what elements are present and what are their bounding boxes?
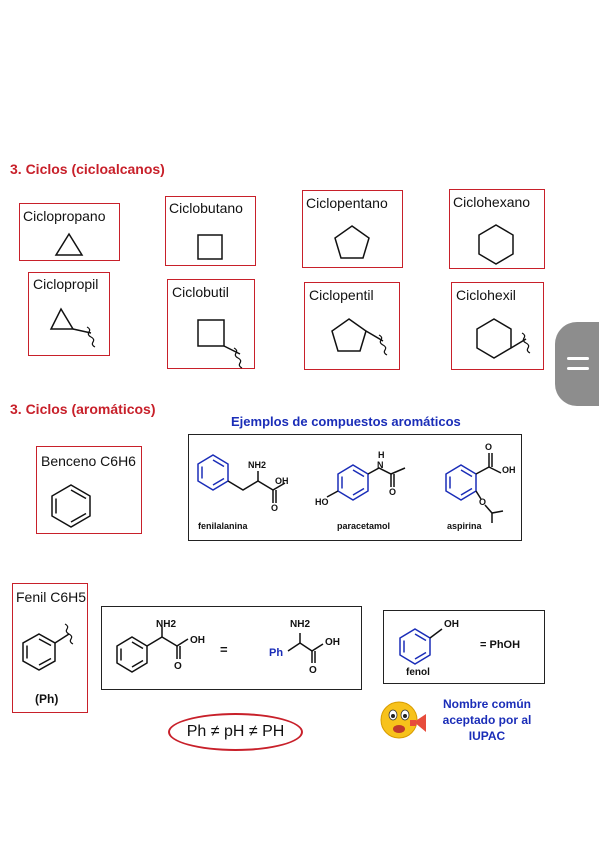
par-h-label: H bbox=[378, 450, 385, 460]
asp-oh-label: OH bbox=[502, 465, 516, 475]
ph-distinction-pill: Ph ≠ pH ≠ PH bbox=[168, 713, 303, 751]
label-ciclobutil: Ciclobutil bbox=[172, 284, 229, 300]
phenylalanine-structure bbox=[197, 454, 286, 503]
pg-nh2-label: NH2 bbox=[156, 619, 177, 630]
aspirin-structure bbox=[445, 453, 504, 523]
phenyl-name: Fenil bbox=[16, 589, 47, 605]
phe-oh-label: OH bbox=[275, 476, 289, 486]
phenyl-abbr: (Ph) bbox=[35, 692, 59, 706]
handle-grip-line-top bbox=[567, 357, 589, 360]
equals-sign: = bbox=[220, 642, 228, 657]
asp-o-mid-label: O bbox=[479, 497, 487, 507]
label-benceno: Benceno C6H6 bbox=[41, 453, 136, 469]
box-ciclohexano: Ciclohexano bbox=[449, 189, 545, 269]
label-ciclopentano: Ciclopentano bbox=[306, 195, 388, 211]
box-ciclobutil: Ciclobutil bbox=[167, 279, 255, 369]
label-ciclohexano: Ciclohexano bbox=[453, 194, 531, 210]
phenyl-structure bbox=[22, 623, 74, 671]
compound-paracetamol: paracetamol bbox=[337, 521, 391, 531]
box-ciclopropil: Ciclopropil bbox=[28, 272, 110, 356]
handle-grip-line-bottom bbox=[567, 367, 589, 370]
box-ciclobutano: Ciclobutano bbox=[165, 196, 256, 266]
box-ciclopentil: Ciclopentil bbox=[304, 282, 400, 370]
phe-nh2-label: NH2 bbox=[248, 460, 267, 470]
ph-substituent-label: Ph bbox=[269, 647, 284, 659]
phenol-name: fenol bbox=[406, 667, 430, 678]
label-ciclohexil: Ciclohexil bbox=[456, 287, 516, 303]
section-title-aromatics: 3. Ciclos (aromáticos) bbox=[10, 401, 156, 417]
box-ciclopentano: Ciclopentano bbox=[302, 190, 403, 268]
phenylglycine-structure bbox=[116, 627, 189, 673]
phenol-oh-label: OH bbox=[444, 619, 459, 630]
cyclopentane-structure bbox=[334, 225, 370, 259]
cyclobutane-structure bbox=[197, 234, 223, 260]
cyclobutyl-structure bbox=[197, 319, 243, 369]
label-ciclopentil: Ciclopentil bbox=[309, 287, 374, 303]
phoh-label: = PhOH bbox=[480, 639, 521, 651]
label-ciclopropil: Ciclopropil bbox=[33, 276, 99, 292]
phg-o-label: O bbox=[309, 665, 317, 676]
benzene-formula: C6H6 bbox=[100, 453, 136, 469]
box-ciclopropano: Ciclopropano bbox=[19, 203, 120, 261]
label-ciclopropano: Ciclopropano bbox=[23, 208, 106, 224]
phg-nh2-label: NH2 bbox=[290, 619, 311, 630]
label-ciclobutano: Ciclobutano bbox=[169, 200, 243, 216]
benzene-name: Benceno bbox=[41, 453, 97, 469]
box-ciclohexil: Ciclohexil bbox=[451, 282, 544, 370]
examples-title: Ejemplos de compuestos aromáticos bbox=[231, 414, 461, 429]
par-n-label: N bbox=[377, 460, 384, 470]
phenyl-equivalence-box: NH2 OH O = Ph NH2 OH O bbox=[101, 606, 362, 690]
paracetamol-structure bbox=[326, 464, 406, 501]
phenol-box: OH fenol = PhOH bbox=[383, 610, 545, 684]
cyclopropyl-structure bbox=[49, 307, 96, 348]
pg-o-label: O bbox=[174, 661, 182, 672]
pg-oh-label: OH bbox=[190, 635, 205, 646]
phg-oh-label: OH bbox=[325, 637, 340, 648]
box-benceno: Benceno C6H6 bbox=[36, 446, 142, 534]
box-fenil: Fenil C6H5 (Ph) bbox=[12, 583, 88, 713]
shouting-emoji-icon bbox=[380, 701, 426, 739]
benzene-structure bbox=[51, 484, 91, 528]
phe-o-label: O bbox=[271, 503, 279, 513]
cyclopentyl-structure bbox=[331, 318, 388, 356]
side-drawer-handle[interactable] bbox=[555, 322, 599, 406]
aromatic-examples-box: NH2 OH O fenilalanina H N HO O paracetam… bbox=[188, 434, 522, 541]
label-fenil: Fenil C6H5 bbox=[16, 589, 86, 605]
compound-aspirina: aspirina bbox=[447, 521, 482, 531]
cyclohexyl-structure bbox=[476, 318, 531, 359]
par-o-label: O bbox=[389, 487, 397, 497]
ph-glycine-structure bbox=[287, 633, 324, 663]
section-title-cycloalkanes: 3. Ciclos (cicloalcanos) bbox=[10, 161, 165, 177]
cyclopropane-structure bbox=[54, 232, 84, 256]
asp-o-top-label: O bbox=[485, 442, 493, 452]
cyclohexane-structure bbox=[478, 224, 514, 265]
phenyl-formula: C6H5 bbox=[50, 589, 87, 605]
phenol-structure bbox=[399, 628, 443, 665]
compound-fenilalanina: fenilalanina bbox=[198, 521, 248, 531]
iupac-note: Nombre común aceptado por al IUPAC bbox=[442, 697, 532, 743]
par-ho-label: HO bbox=[315, 497, 329, 507]
